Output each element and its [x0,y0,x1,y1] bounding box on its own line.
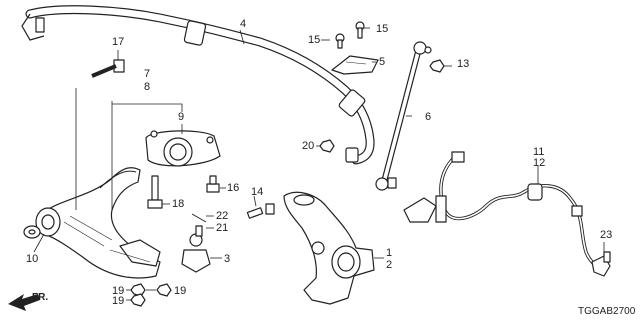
ball-joint [181,213,211,273]
leader-lines [33,27,605,301]
callout-4: 4 [240,18,246,30]
callout-14: 14 [251,186,263,198]
callout-20: 20 [302,140,314,152]
callout-19-upper-left: 19 [112,285,124,297]
callout-23: 23 [600,229,612,241]
callout-17: 17 [112,36,124,48]
callout-13: 13 [457,58,469,70]
stabilizer-bar [21,5,375,165]
callout-15-right: 15 [376,23,388,35]
callout-21: 21 [216,222,228,234]
knuckle [283,191,375,305]
callout-2: 2 [386,259,392,271]
callout-16: 16 [227,182,239,194]
callout-11: 11 [533,146,544,158]
callout-19-lower-left: 19 [112,295,124,307]
bolts [91,59,275,219]
callout-7: 7 [144,68,150,80]
callout-9: 9 [178,111,184,123]
callout-10: 10 [26,253,38,265]
callout-3: 3 [224,253,230,265]
diagram-code: TGGAB2700 [578,306,636,317]
bracket [331,21,379,75]
callout-6: 6 [425,111,431,123]
callout-12: 12 [533,157,545,169]
bushing [145,130,221,167]
callout-15-left: 15 [308,34,320,46]
direction-label: FR. [32,292,48,303]
stabilizer-link [375,41,432,191]
callout-5: 5 [379,56,385,68]
front-direction-arrow [8,294,40,311]
callout-18: 18 [172,198,184,210]
callout-1: 1 [386,247,392,259]
lower-nuts [130,283,172,307]
callout-22: 22 [216,210,228,222]
sensor-harness [403,151,611,277]
callout-8: 8 [144,81,150,93]
callout-19-right: 19 [174,285,186,297]
lower-arm [23,167,161,279]
